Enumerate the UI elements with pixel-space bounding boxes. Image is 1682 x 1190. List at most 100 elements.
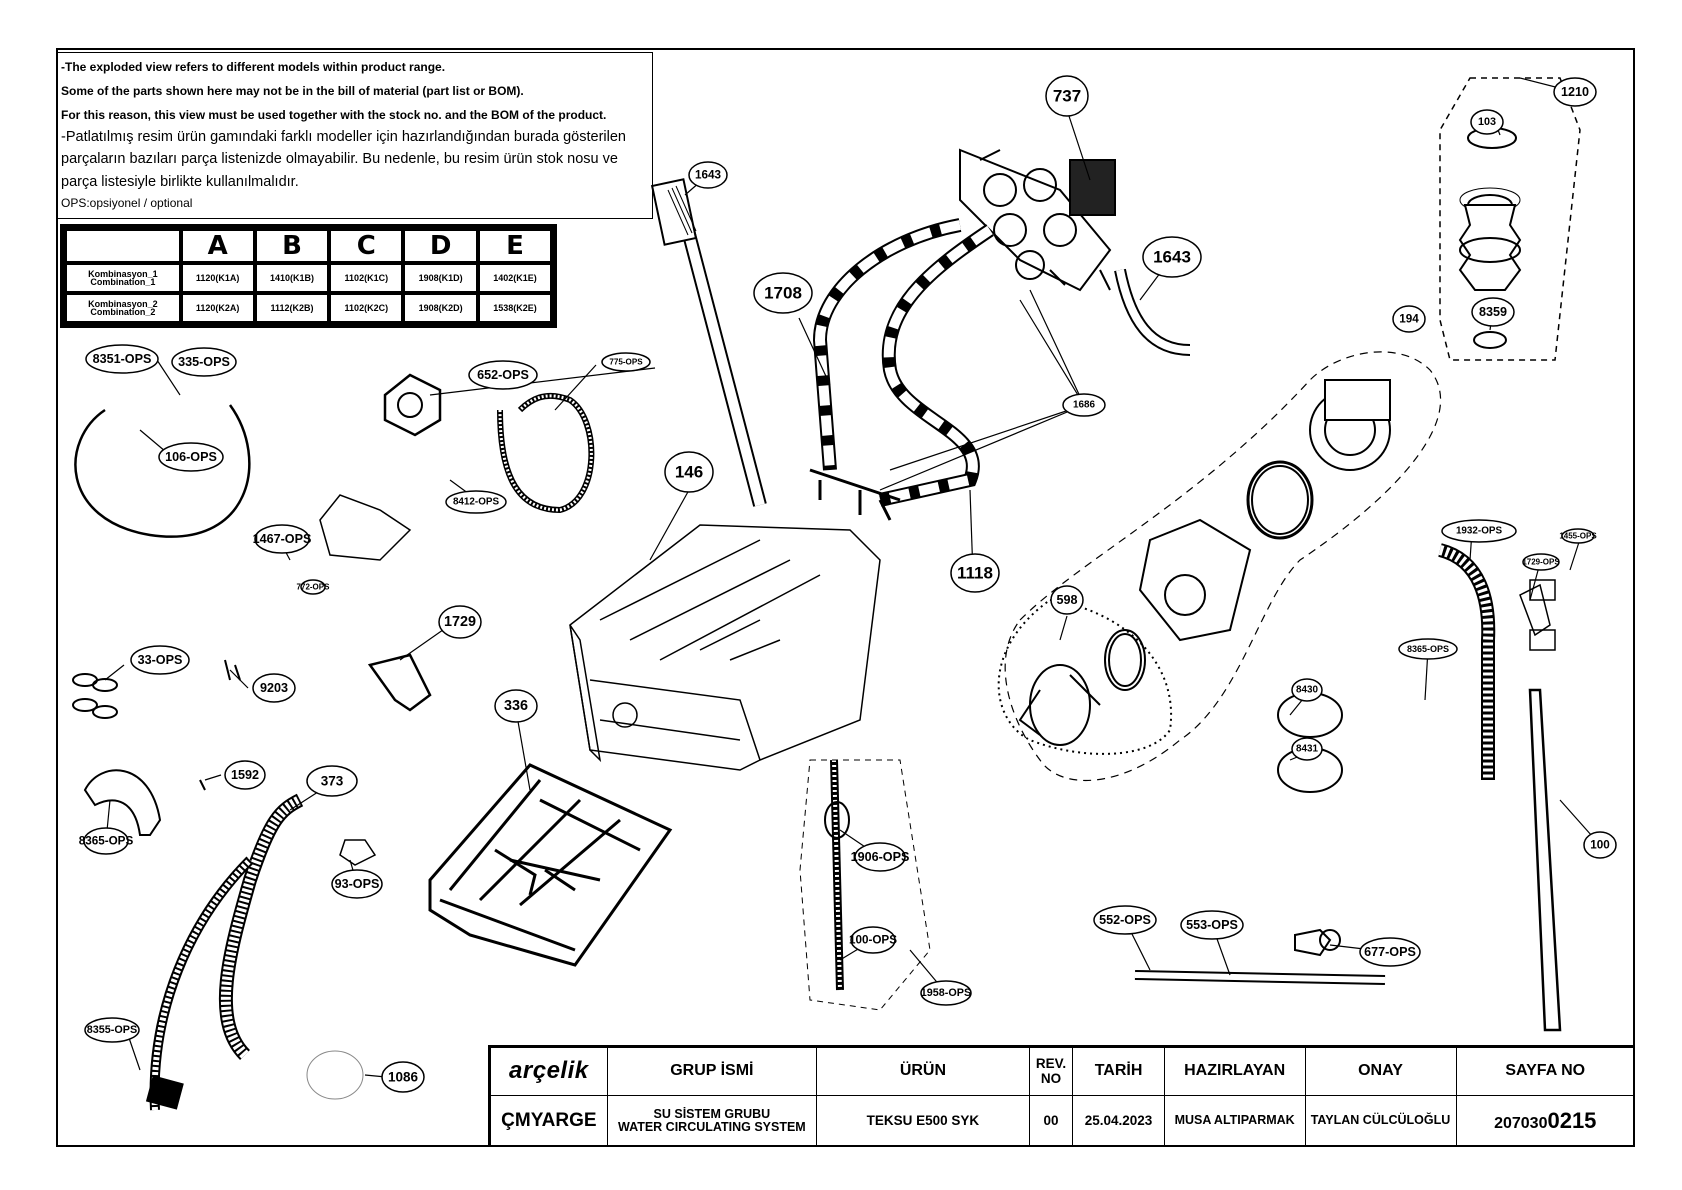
hose-106 [74,404,251,538]
svg-text:552-OPS: 552-OPS [1099,913,1151,927]
svg-text:1592: 1592 [231,768,259,782]
drain-pump-part [1138,379,1391,642]
callout-775-OPS: 775-OPS [601,352,651,372]
callout-772-OPS: 772-OPS [297,579,330,595]
note-line-2: Some of the parts shown here may not be … [61,84,524,99]
callout-9203: 9203 [252,673,296,703]
svg-text:8351-OPS: 8351-OPS [93,352,152,366]
callout-103: 103 [1470,109,1504,135]
group-header: GRUP İSMİ [606,1047,818,1096]
svg-text:1686: 1686 [1073,400,1095,411]
callout-552-OPS: 552-OPS [1093,905,1157,935]
detergent-housing-part [569,524,881,771]
rev-header: REV. NO [1028,1047,1074,1096]
svg-text:100: 100 [1590,839,1610,852]
svg-text:8365-OPS: 8365-OPS [79,835,134,848]
prepared-by: MUSA ALTIPARMAK [1163,1094,1306,1148]
callout-1643: 1643 [1142,236,1202,278]
part-677 [1294,928,1332,957]
note-line-6: parça listesiyle birlikte kullanılmalıdı… [61,173,299,190]
svg-text:373: 373 [321,774,344,789]
callout-1708: 1708 [753,272,813,314]
svg-text:8431: 8431 [1296,744,1318,755]
svg-text:1729-OPS: 1729-OPS [1522,558,1560,567]
combo-header-d: D [405,231,477,261]
callout-553-OPS: 553-OPS [1180,910,1244,940]
callout-1906-OPS: 1906-OPS [851,842,910,872]
callout-335-OPS: 335-OPS [171,347,237,377]
callout-8359: 8359 [1471,297,1515,327]
callout-106-OPS: 106-OPS [158,442,224,472]
part-652 [383,373,442,437]
svg-text:103: 103 [1478,116,1496,128]
combo-cell: 1120(K2A) [182,295,253,321]
combo-cell: 1102(K2C) [331,295,402,321]
filter-group-dotted-outline [997,598,1173,755]
part-1086 [306,1050,364,1100]
part-1467 [319,494,412,561]
combo-header-b: B [256,231,328,261]
department: ÇMYARGE [490,1094,608,1148]
date-header: TARİH [1072,1047,1165,1096]
callout-100-OPS: 100-OPS [849,926,897,954]
callout-598: 598 [1050,585,1084,615]
title-block: arçelik GRUP İSMİ ÜRÜN REV. NO TARİH HAZ… [488,1045,1635,1148]
svg-text:1467-OPS: 1467-OPS [253,532,312,546]
page-number: 2070300215 [1455,1094,1635,1148]
drawer-part-336 [428,763,673,967]
callout-8355-OPS: 8355-OPS [84,1017,140,1043]
combo-header-e: E [480,231,550,261]
callout-194: 194 [1392,305,1426,333]
svg-text:1906-OPS: 1906-OPS [851,850,910,864]
part-1729 [367,653,432,712]
notes-box: -The exploded view refers to different m… [56,52,653,219]
svg-text:106-OPS: 106-OPS [165,450,217,464]
bellows-part-1210 [1458,127,1522,349]
callout-33-OPS: 33-OPS [130,645,190,675]
note-line-7: OPS:opsiyonel / optional [61,195,193,210]
svg-text:8365-OPS: 8365-OPS [1407,644,1449,654]
callout-100: 100 [1583,831,1617,859]
svg-text:598: 598 [1056,593,1077,607]
part-93 [339,839,377,866]
svg-text:8430: 8430 [1296,685,1318,696]
svg-text:93-OPS: 93-OPS [335,877,380,891]
screw-1592 [199,779,206,791]
combo-cell: 1102(K1C) [331,265,402,291]
callout-1686: 1686 [1062,393,1106,417]
date-value: 25.04.2023 [1072,1094,1165,1148]
callout-1592: 1592 [224,760,266,790]
svg-text:1643: 1643 [1153,248,1191,267]
callout-1118: 1118 [950,553,1000,593]
product-name: TEKSU E500 SYK [816,1094,1030,1148]
combo-header-c: C [331,231,402,261]
svg-text:100-OPS: 100-OPS [849,934,897,947]
svg-text:9203: 9203 [260,681,288,695]
svg-text:1643: 1643 [695,169,722,182]
callout-1643: 1643 [688,161,728,189]
callout-1729: 1729 [438,605,482,639]
callout-1455-OPS: 1455-OPS [1559,528,1597,544]
callout-1958-OPS: 1958-OPS [920,980,972,1006]
note-line-1: -The exploded view refers to different m… [61,60,446,74]
part-8365-left [83,769,162,836]
svg-text:1118: 1118 [957,564,993,583]
hose-775 [497,392,595,514]
callout-93-OPS: 93-OPS [331,869,383,899]
svg-text:146: 146 [675,463,703,482]
callout-8351-OPS: 8351-OPS [85,344,159,374]
svg-text:8355-OPS: 8355-OPS [87,1024,137,1036]
svg-text:553-OPS: 553-OPS [1186,918,1238,932]
svg-text:775-OPS: 775-OPS [609,358,643,367]
callout-1729-OPS: 1729-OPS [1522,553,1560,571]
combo-cell: 1120(K1A) [182,265,253,291]
pump-group-dashed-outline [1004,351,1442,782]
svg-text:1958-OPS: 1958-OPS [921,987,971,999]
svg-text:652-OPS: 652-OPS [477,368,529,382]
callout-1932-OPS: 1932-OPS [1441,519,1517,543]
svg-text:33-OPS: 33-OPS [138,653,183,667]
screw-9203 [224,659,241,681]
callout-1086: 1086 [381,1061,425,1093]
